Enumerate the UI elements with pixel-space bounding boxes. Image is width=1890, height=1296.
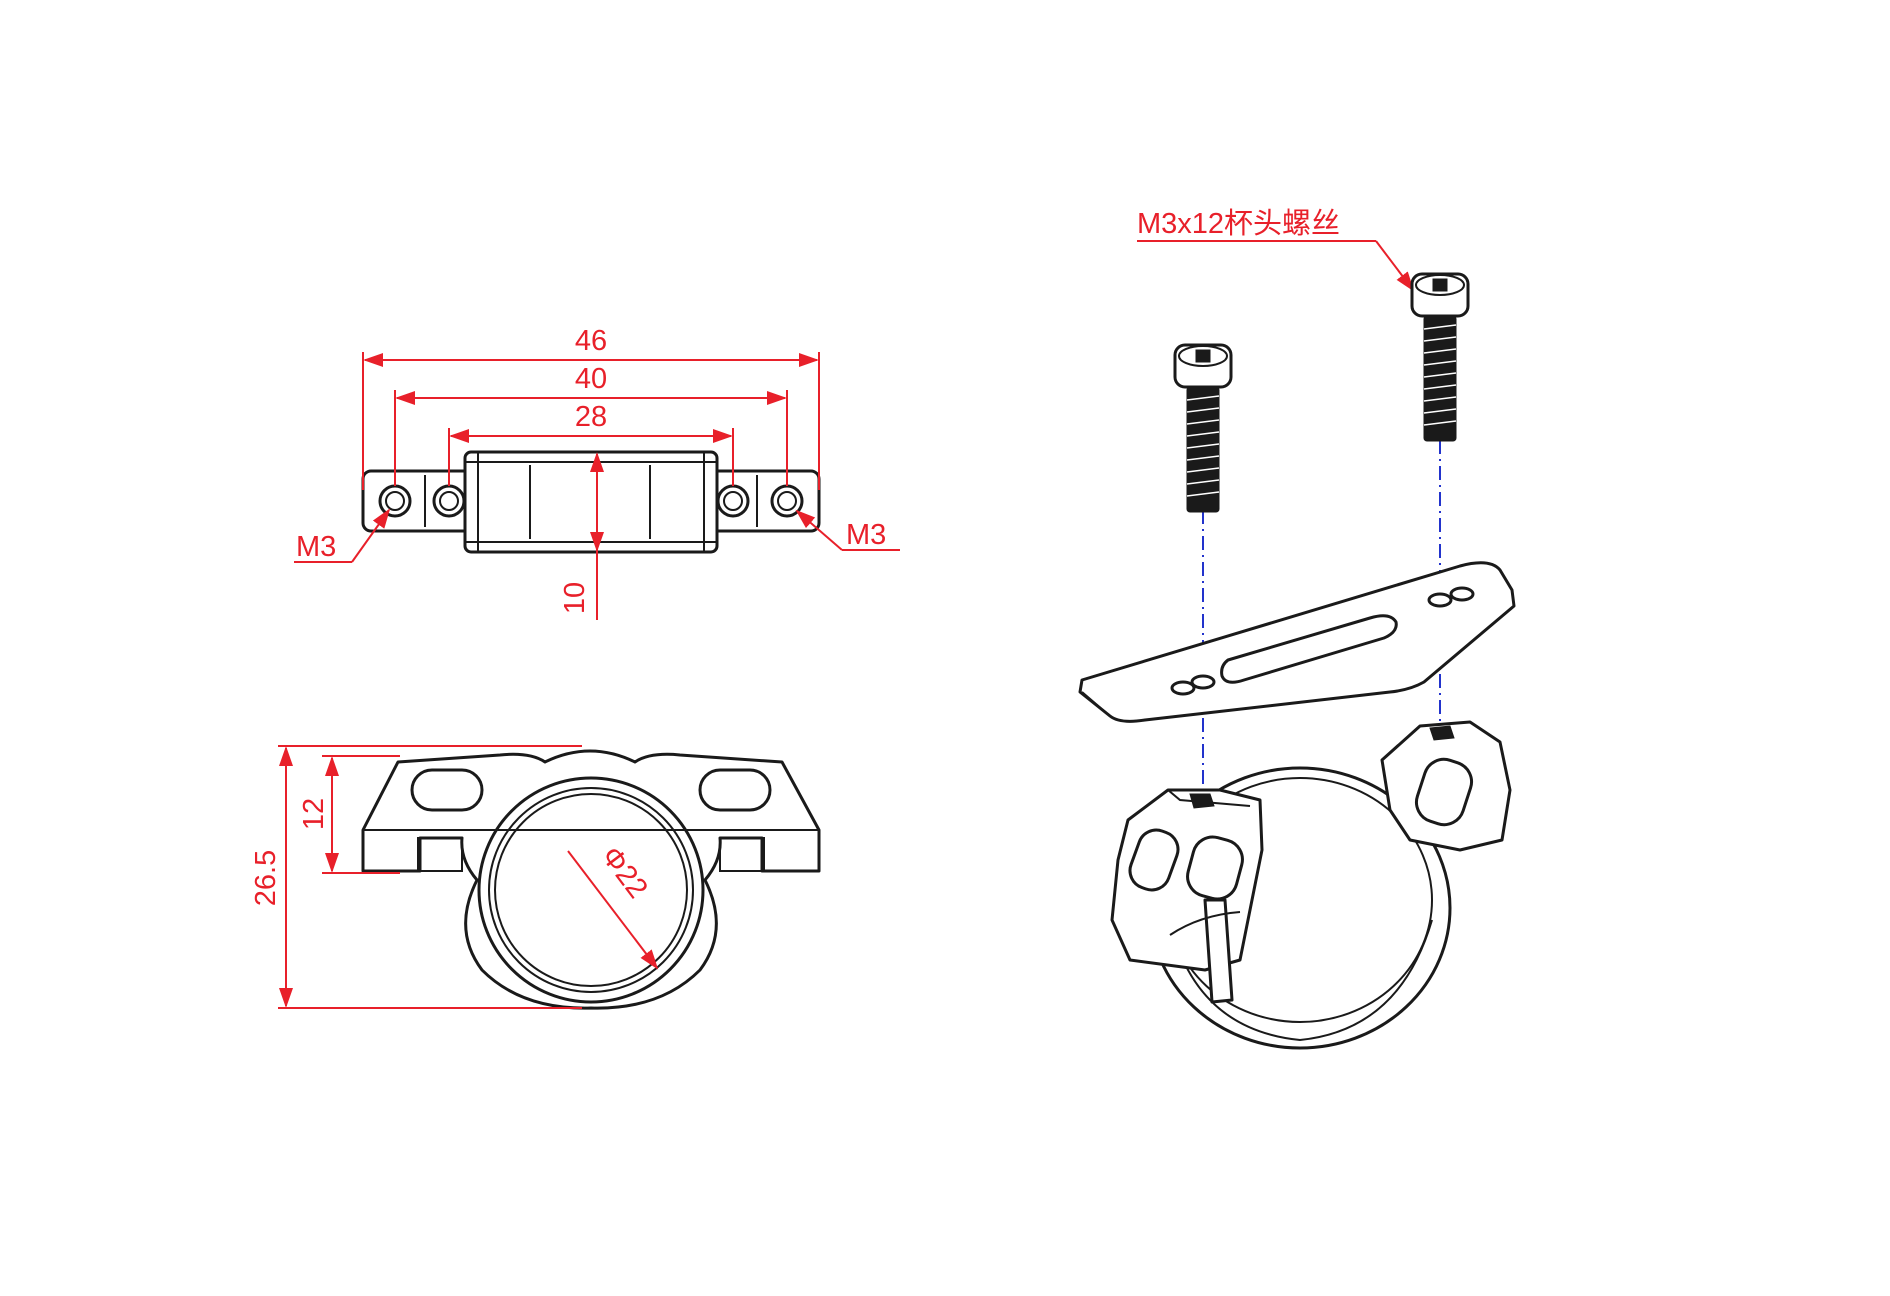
leader-screw: M3x12杯头螺丝: [1137, 207, 1415, 292]
assembly-view: M3x12杯头螺丝: [1078, 207, 1516, 1050]
screw-left: [1173, 343, 1233, 513]
dim-inner-holes: 28: [448, 401, 734, 486]
dim-outer-holes: 40: [394, 363, 788, 486]
mounting-plate: [1078, 561, 1516, 723]
leader-m3-left: M3: [294, 508, 391, 563]
dim-depth: 10: [559, 452, 604, 620]
screw-label: M3x12杯头螺丝: [1137, 207, 1340, 240]
dim-overall-width-label: 46: [575, 325, 607, 357]
dim-height: 26.5: [250, 745, 582, 1009]
dim-depth-label: 10: [559, 582, 591, 614]
dim-outer-holes-label: 40: [575, 363, 607, 395]
dim-height-label: 26.5: [250, 850, 282, 906]
front-view: 26.5 12 Φ22: [250, 745, 821, 1010]
top-view-part-outline: [361, 450, 821, 554]
dim-overall-width: 46: [362, 325, 820, 490]
leader-m3-right: M3: [795, 509, 900, 551]
dim-inner-holes-label: 28: [575, 401, 607, 433]
dim-flange-label: 12: [298, 798, 330, 830]
screw-right: [1410, 272, 1470, 442]
dim-flange: 12: [298, 755, 400, 874]
front-view-part-outline: [361, 749, 821, 1010]
hole-label-left: M3: [296, 531, 336, 563]
top-view: 46 40 28 10 M3 M: [294, 325, 900, 620]
hole-label-right: M3: [846, 519, 886, 551]
clamp-isometric: [1110, 720, 1512, 1050]
